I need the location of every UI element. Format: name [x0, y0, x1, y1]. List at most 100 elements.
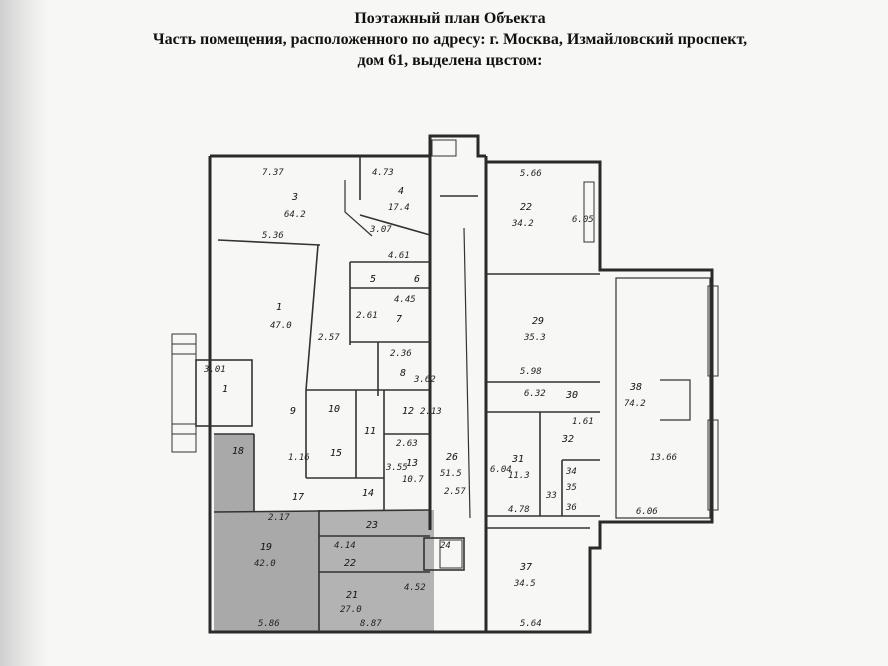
dim-8: 2.36 [390, 349, 412, 359]
windows-and-stairs [171, 139, 719, 569]
dim-261: 2.61 [356, 311, 378, 321]
dim-213: 2.13 [420, 407, 442, 417]
outer-walls [208, 134, 714, 634]
dim-116: 1.16 [288, 453, 310, 463]
window-22 [583, 181, 595, 243]
stairs-left [171, 333, 197, 453]
room-38-area: 74.2 [624, 399, 646, 409]
room-3-area: 64.2 [284, 210, 306, 220]
room-31-number: 31 [511, 454, 524, 465]
room-37-number: 37 [519, 562, 532, 573]
room-10-number: 10 [328, 404, 340, 415]
room-24-number: 24 [440, 541, 451, 551]
dim-606: 6.06 [636, 507, 658, 517]
dim-1a: 5.36 [262, 231, 284, 241]
dim-26: 2.57 [444, 487, 466, 497]
room-35-number: 35 [565, 483, 577, 493]
dim-19: 5.86 [258, 619, 280, 629]
room-22-number: 22 [520, 202, 532, 213]
dim-1b: 3.01 [203, 365, 226, 375]
room-21-area: 27.0 [340, 605, 362, 615]
stair-24 [439, 539, 463, 569]
highlight-rooms-21-23 [319, 510, 434, 632]
window-right-1 [707, 285, 719, 377]
room-19-area: 42.0 [254, 559, 276, 569]
room-33-number: 33 [545, 491, 557, 501]
room-3-number: 3 [291, 192, 298, 203]
dim-30: 6.32 [524, 389, 546, 399]
room-4-area: 17.4 [388, 203, 410, 213]
room-12-number: 12 [402, 406, 414, 417]
dim-22: 5.66 [520, 169, 542, 179]
title-line-2: Часть помещения, расположенного по адрес… [152, 31, 748, 48]
room-9-number: 9 [290, 406, 296, 417]
highlight-room-18 [214, 434, 254, 512]
dim-5: 4.61 [388, 251, 410, 261]
stairs-top [431, 139, 457, 157]
dim-605: 6.05 [572, 215, 594, 225]
wall-left-bottom [208, 156, 486, 634]
wall-right [486, 160, 714, 634]
room-6-number: 6 [414, 274, 420, 285]
room-13-number: 13 [406, 458, 418, 469]
room-26-number: 26 [446, 452, 458, 463]
room-15-number: 15 [330, 448, 342, 459]
room-29-number: 29 [532, 316, 544, 327]
dim-3: 7.37 [262, 168, 284, 178]
dim-31: 4.78 [508, 505, 530, 515]
dim-362: 3.62 [413, 375, 436, 385]
dim-13: 2.63 [396, 439, 418, 449]
dim-38: 13.66 [650, 453, 677, 463]
room-22b-number: 22 [344, 558, 356, 569]
room-31-area: 11.3 [508, 471, 530, 481]
room-26-area: 51.5 [440, 469, 462, 479]
document-title: Поэтажный план Объекта Часть помещения, … [40, 8, 860, 71]
dim-604: 6.04 [490, 465, 512, 475]
wall-top-left [210, 134, 486, 158]
inner-walls [195, 156, 711, 632]
dim-37: 5.64 [520, 619, 542, 629]
room-1a-area: 47.0 [270, 321, 292, 331]
room-labels: 7.37 3 64.2 4.73 4 17.4 3.07 5.66 22 34.… [203, 168, 677, 629]
dim-355: 3.55 [385, 463, 408, 473]
room-30-number: 30 [565, 390, 578, 401]
wall-1-right [305, 244, 319, 391]
room-22-area: 34.2 [511, 219, 534, 229]
highlighted-area [214, 434, 434, 632]
dim-29: 5.98 [520, 367, 542, 377]
room-7-number: 7 [396, 314, 402, 325]
room-13-area: 10.7 [402, 475, 424, 485]
room-34-number: 34 [565, 467, 577, 477]
room-23-number: 23 [366, 520, 378, 531]
wall-19-top [213, 509, 431, 513]
highlight-room-19 [214, 512, 319, 632]
room-29-area: 35.3 [523, 333, 546, 343]
room-1b-number: 1 [222, 384, 228, 395]
wall-4-bottom [359, 214, 431, 236]
room-4-number: 4 [398, 186, 404, 197]
dim-887: 8.87 [360, 619, 382, 629]
room-21-number: 21 [346, 590, 358, 601]
title-line-3: дом 61, выделена цвстом: [357, 52, 543, 69]
room-1a-number: 1 [276, 302, 282, 313]
wall-3-bend [344, 180, 373, 237]
room-17-number: 17 [292, 492, 304, 503]
room-38-notch [660, 379, 691, 421]
room-8-number: 8 [400, 368, 406, 379]
room-37-area: 34.5 [513, 579, 536, 589]
room-14-number: 14 [362, 488, 374, 499]
dim-4: 4.73 [372, 168, 394, 178]
room-11-number: 11 [364, 426, 376, 437]
dim-7: 4.45 [394, 295, 416, 305]
dim-257a: 2.57 [318, 333, 340, 343]
dim-307: 3.07 [369, 225, 392, 235]
window-right-2 [707, 419, 719, 511]
room-36-number: 36 [565, 503, 577, 513]
scan-shadow [0, 0, 48, 666]
dim-217: 2.17 [268, 513, 290, 523]
dim-21: 4.52 [404, 583, 426, 593]
room-38-box [615, 277, 711, 519]
corridor-divider [463, 227, 471, 519]
room-5-number: 5 [370, 274, 376, 285]
